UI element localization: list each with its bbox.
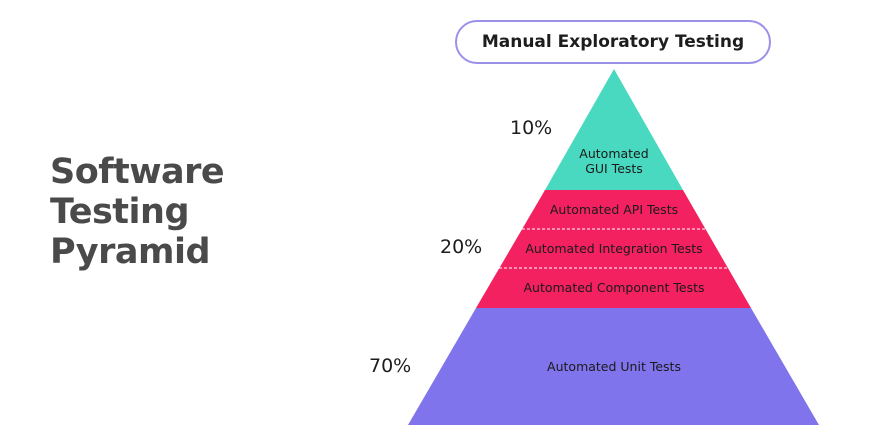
- pyramid-tier-gui-tests: [545, 69, 683, 190]
- title-line-1: Software: [50, 152, 225, 192]
- manual-exploratory-testing-label: Manual Exploratory Testing: [455, 20, 771, 64]
- pyramid-tier-integration-tests: [476, 190, 751, 308]
- gui-tests-label-line-1: Automated: [579, 146, 648, 161]
- integration-tests-label: Automated Integration Tests: [525, 241, 702, 256]
- api-tests-label: Automated API Tests: [550, 202, 678, 217]
- gui-tests-label-line-2: GUI Tests: [585, 161, 643, 176]
- middle-tier-percent: 20%: [440, 236, 483, 258]
- unit-tests-percent: 70%: [369, 355, 412, 377]
- title-line-2: Testing: [50, 192, 190, 232]
- component-tests-label: Automated Component Tests: [523, 280, 704, 295]
- gui-tests-percent: 10%: [510, 117, 553, 139]
- page-title: Software Testing Pyramid: [50, 152, 225, 272]
- title-line-3: Pyramid: [50, 232, 211, 272]
- pyramid-tier-unit-tests: [408, 308, 819, 425]
- unit-tests-label: Automated Unit Tests: [547, 359, 681, 374]
